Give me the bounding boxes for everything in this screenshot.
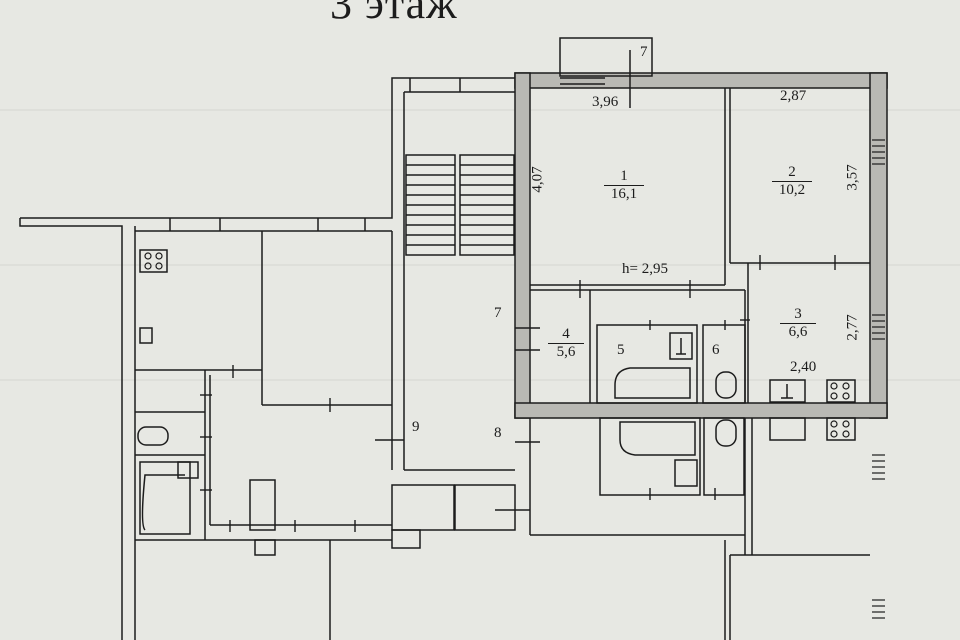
building-walls [19,77,870,640]
door-ticks [200,255,836,532]
stove-burners [144,252,850,438]
dimension-room1-width: 3,96 [592,94,619,110]
room-2-number: 2 [788,164,796,180]
room-2-label: 2 10,2 [772,164,812,200]
balcony-number: 7 [640,44,648,60]
room-6-number: 6 [712,342,720,358]
room-4-number: 4 [562,326,570,342]
exterior-walls [514,72,888,419]
room-1-area: 16,1 [604,185,644,203]
dimension-room2-width: 2,87 [780,88,807,104]
room-5-number: 5 [617,342,625,358]
dimension-room3-depth: 2,77 [844,314,861,341]
dimension-room1-depth: 4,07 [529,166,546,193]
dimension-room3-width: 2,40 [790,359,817,375]
room-1-label: 1 16,1 [604,168,644,204]
room-3-area: 6,6 [780,323,816,341]
window-marks [872,139,885,619]
room-3-label: 3 6,6 [780,306,816,342]
room-8-number: 8 [494,425,502,441]
dimension-room2-depth: 3,57 [844,164,861,191]
room-9-number: 9 [412,419,420,435]
room-4-area: 5,6 [548,343,584,361]
room-2-area: 10,2 [772,181,812,199]
room-4-label: 4 5,6 [548,326,584,362]
room-3-number: 3 [794,306,802,322]
floor-title: 3 этаж [330,0,458,28]
balcony [559,37,653,108]
ceiling-height: h= 2,95 [622,261,668,277]
room-7-number: 7 [494,305,502,321]
room-1-number: 1 [620,168,628,184]
